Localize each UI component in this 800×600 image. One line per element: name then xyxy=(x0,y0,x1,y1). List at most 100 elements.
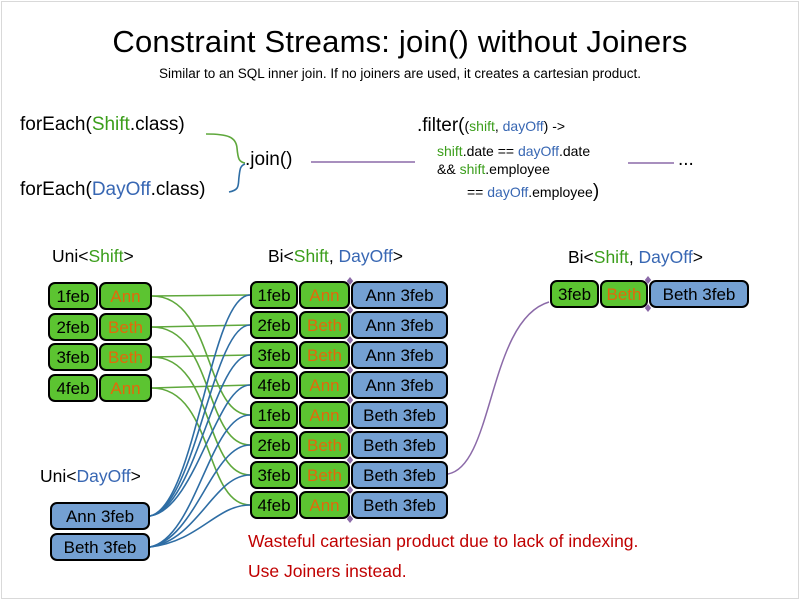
joined-employee-cell-text: Ann xyxy=(309,495,340,515)
code-filter-line4-body: == dayOff.employee xyxy=(467,184,593,200)
code-ellipsis: ... xyxy=(678,149,694,170)
joined-date-cell-text: 2feb xyxy=(257,315,291,335)
code-segment: > xyxy=(130,466,141,486)
filter-result-line xyxy=(447,301,550,475)
code-segment: Shift xyxy=(593,247,629,267)
tuple-diamond-icon xyxy=(346,486,354,494)
code-segment: > xyxy=(692,247,703,267)
shift-date-cell-text: 3feb xyxy=(56,347,90,367)
joined-employee-cell-text: Beth xyxy=(307,315,342,335)
result-employee-cell-text: Beth xyxy=(606,284,642,304)
label-bi-mid: Bi<Shift, DayOff> xyxy=(268,246,403,267)
dayoff-cell: Beth 3feb xyxy=(50,533,150,561)
joined-dayoff-cell-text: Beth 3feb xyxy=(363,465,436,485)
joined-employee-cell: Beth xyxy=(299,431,350,459)
join-brace-dayoff xyxy=(228,163,246,193)
shift-date-cell: 4feb xyxy=(48,374,98,402)
code-segment: .date xyxy=(558,143,591,159)
label-uni-dayoff: Uni<DayOff> xyxy=(40,466,141,487)
code-segment: Bi< xyxy=(268,246,294,266)
joined-date-cell-text: 3feb xyxy=(257,345,291,365)
joined-dayoff-cell: Ann 3feb xyxy=(351,341,448,369)
dayoff-cell-text: Beth 3feb xyxy=(63,537,137,557)
tuple-diamond-icon xyxy=(644,304,652,312)
warning-line-1: Wasteful cartesian product due to lack o… xyxy=(248,531,639,551)
shift-date-cell-text: 4feb xyxy=(56,378,90,398)
code-segment: Bi< xyxy=(568,247,594,267)
joined-employee-cell-text: Ann xyxy=(309,405,340,425)
code-segment: Shift xyxy=(91,114,130,135)
shift-employee-cell-text: Beth xyxy=(108,347,143,367)
dayoff-row: Ann 3feb xyxy=(50,502,150,530)
code-segment: Shift xyxy=(88,246,124,266)
joined-date-cell: 3feb xyxy=(250,461,298,489)
joined-employee-cell: Beth xyxy=(299,461,350,489)
code-foreach-dayoff: forEach(DayOff.class) xyxy=(20,179,206,201)
joined-date-cell: 4feb xyxy=(250,491,298,519)
shift-employee-cell-text: Ann xyxy=(110,286,141,306)
joined-employee-cell-text: Beth xyxy=(307,465,342,485)
code-filter-line3: && shift.employee xyxy=(437,161,550,177)
dayoff-row: Beth 3feb xyxy=(50,533,150,561)
result-date-cell: 3feb xyxy=(550,280,599,308)
label-bi-right: Bi<Shift, DayOff> xyxy=(568,247,703,268)
joined-dayoff-cell-text: Ann 3feb xyxy=(365,315,434,335)
joined-employee-cell-text: Beth xyxy=(307,435,342,455)
joined-dayoff-cell: Beth 3feb xyxy=(351,431,448,459)
tuple-diamond-icon xyxy=(346,396,354,404)
joined-employee-cell: Ann xyxy=(299,371,350,399)
code-segment: shift xyxy=(437,143,463,159)
joined-date-cell: 2feb xyxy=(250,431,298,459)
joined-dayoff-cell-text: Beth 3feb xyxy=(363,435,436,455)
joined-date-cell-text: 3feb xyxy=(257,465,291,485)
tuple-diamond-icon xyxy=(346,515,354,523)
shift-date-cell: 2feb xyxy=(48,313,98,341)
code-segment: == xyxy=(467,184,488,200)
code-segment: shift xyxy=(469,118,495,134)
joined-dayoff-cell: Beth 3feb xyxy=(351,461,448,489)
result-date-cell-text: 3feb xyxy=(557,284,592,304)
dayoff-cell-text: Ann 3feb xyxy=(65,506,135,526)
shift-date-cell: 1feb xyxy=(48,282,98,310)
tuple-diamond-icon xyxy=(346,456,354,464)
code-filter-close-paren: ) xyxy=(592,181,600,202)
shift-employee-cell-text: Ann xyxy=(110,378,141,398)
tuple-diamond-icon xyxy=(346,306,354,314)
joined-employee-cell-text: Ann xyxy=(309,375,340,395)
shift-row: 4feb Ann xyxy=(48,374,152,402)
joined-date-cell: 1feb xyxy=(250,281,298,309)
code-join: .join() xyxy=(245,149,293,170)
joined-date-cell-text: 2feb xyxy=(257,435,291,455)
joined-date-cell: 3feb xyxy=(250,341,298,369)
code-segment: > xyxy=(392,246,403,266)
joined-dayoff-cell: Ann 3feb xyxy=(351,281,448,309)
code-segment: ( xyxy=(464,118,470,134)
shift-date-cell: 3feb xyxy=(48,343,98,371)
code-segment: dayOff xyxy=(517,143,559,159)
joined-dayoff-cell-text: Ann 3feb xyxy=(365,345,434,365)
code-filter-head-big: .filter( xyxy=(417,115,465,136)
joined-date-cell-text: 1feb xyxy=(257,285,291,305)
code-segment: forEach( xyxy=(20,179,92,200)
code-filter-head: .filter((shift, dayOff) -> xyxy=(417,115,565,137)
shift-employee-cell: Beth xyxy=(99,343,152,371)
shift-row: 3feb Beth xyxy=(48,343,152,371)
code-segment: Uni< xyxy=(52,246,89,266)
page-title: Constraint Streams: join() without Joine… xyxy=(112,24,688,59)
code-segment: shift xyxy=(459,161,486,177)
code-segment: ) -> xyxy=(543,118,566,134)
joined-date-cell-text: 4feb xyxy=(257,375,291,395)
code-segment: && xyxy=(437,161,460,177)
code-segment: forEach( xyxy=(20,114,92,135)
joined-row: 3feb Beth Beth 3feb xyxy=(250,461,448,489)
shift-row: 1feb Ann xyxy=(48,282,152,310)
join-brace-shift xyxy=(205,133,246,164)
code-segment: .date == xyxy=(462,143,518,159)
